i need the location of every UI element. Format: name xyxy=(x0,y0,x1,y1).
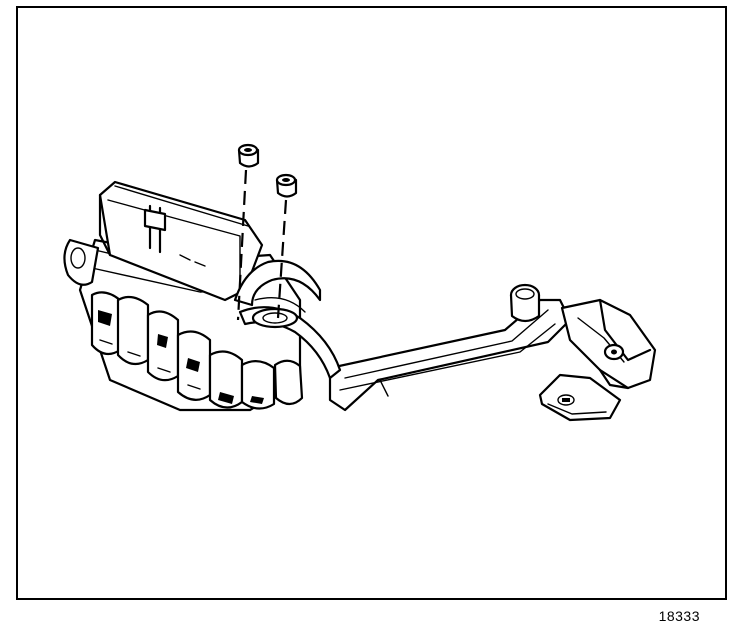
bolt-line-left xyxy=(236,169,248,321)
tube-end-fitting xyxy=(509,283,541,323)
connector-shell xyxy=(98,180,264,302)
figure-number: 18333 xyxy=(658,608,700,624)
mounting-bracket xyxy=(538,373,622,422)
right-connector xyxy=(560,298,657,390)
solenoid-cylinders xyxy=(90,291,304,410)
nut-left xyxy=(237,143,260,168)
harness-loop xyxy=(233,259,342,380)
nut-right xyxy=(275,173,298,198)
